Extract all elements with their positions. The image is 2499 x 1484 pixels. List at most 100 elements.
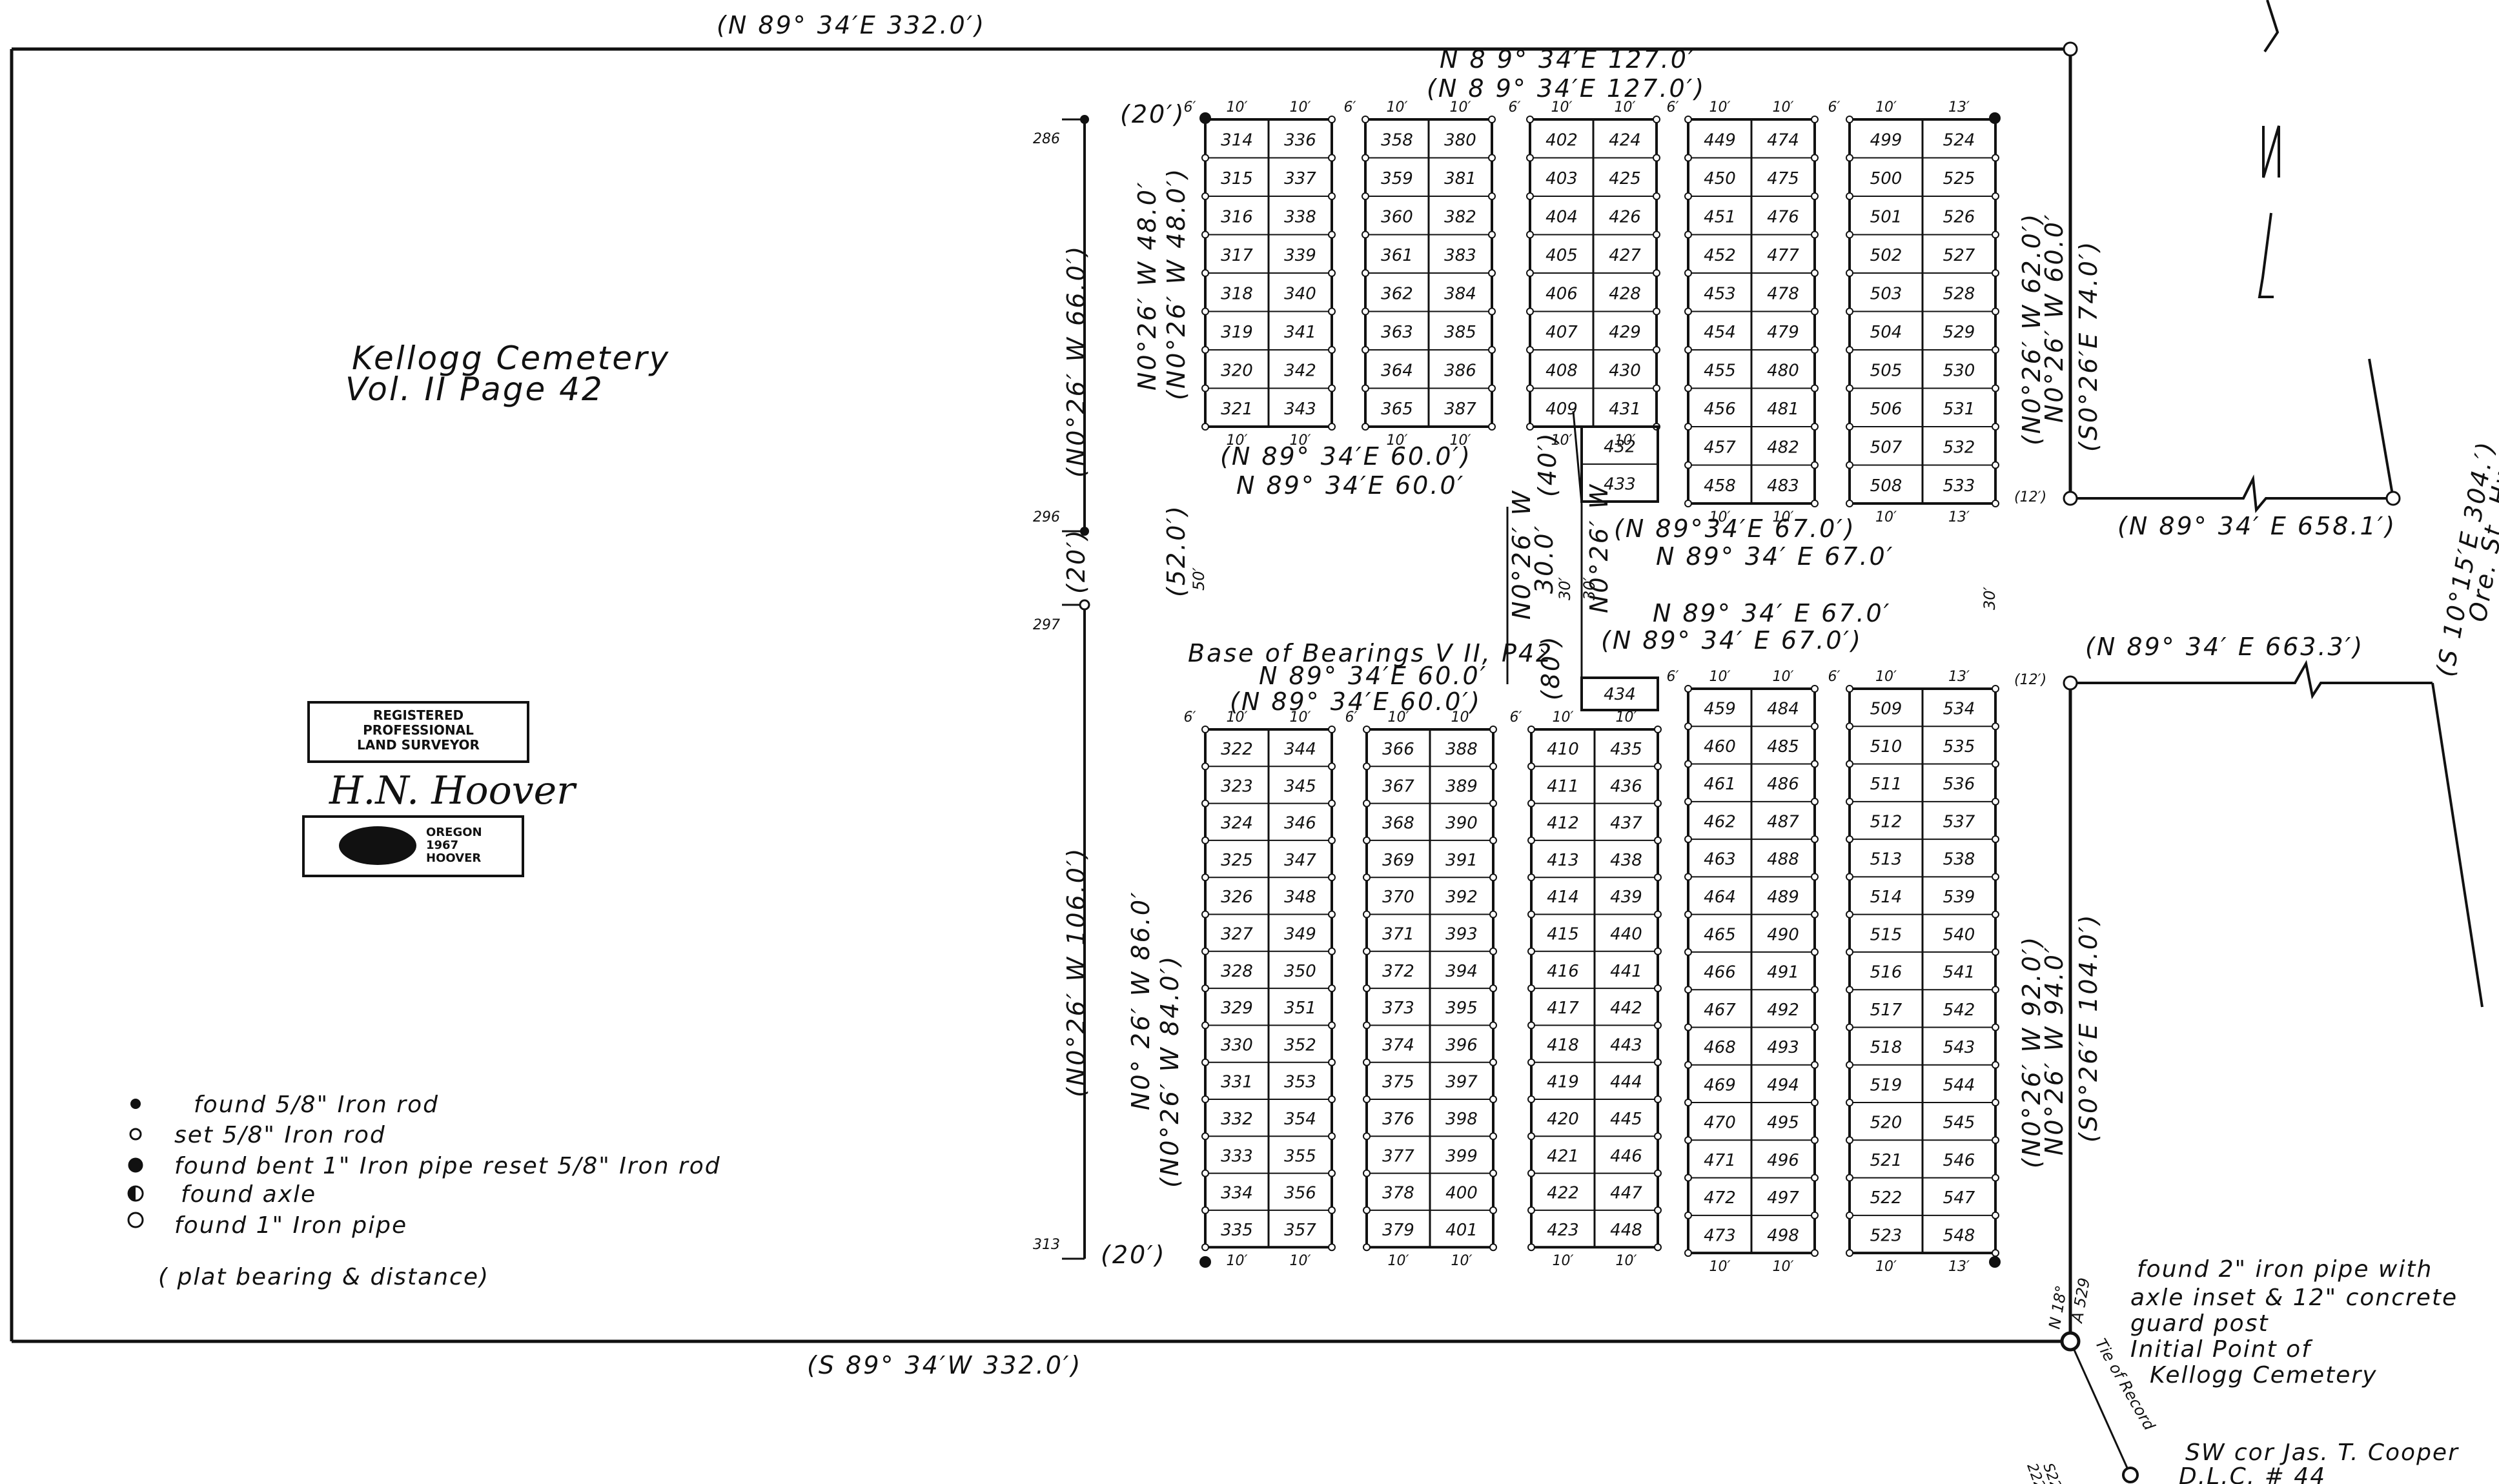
corner-marker (1201, 423, 1209, 431)
lot-number: 411 (1547, 777, 1579, 796)
station-296: 296 (1033, 509, 1060, 525)
lot-number: 337 (1284, 169, 1316, 188)
corner-marker (1328, 910, 1336, 919)
corner-marker (1811, 423, 1819, 431)
corner-marker (1654, 873, 1662, 882)
corner-marker (1488, 154, 1496, 162)
lot-number: 355 (1284, 1146, 1316, 1166)
lot-number: 501 (1870, 207, 1902, 227)
corner-marker (1488, 192, 1496, 200)
dim-label: 13′ (1948, 1259, 1970, 1275)
lot-number: 487 (1767, 812, 1799, 831)
corner-marker (1846, 986, 1853, 994)
corner-marker (1526, 269, 1534, 277)
corner-marker (1992, 1023, 1999, 1032)
corner-marker (1846, 873, 1853, 881)
corner-marker (1846, 1099, 1853, 1107)
corner-marker (1811, 873, 1819, 881)
dim-20-left: (20′) (1062, 528, 1090, 594)
corner-marker (1328, 192, 1336, 200)
found-rod-marker (1080, 115, 1089, 124)
corner-marker (1684, 269, 1692, 277)
note-initial-point-2: Kellogg Cemetery (2150, 1362, 2378, 1388)
corner-marker (1846, 1211, 1853, 1219)
bearing-30-c: N0°26′ W (1585, 483, 1613, 613)
corner-marker (1654, 1206, 1662, 1214)
corner-marker (1811, 1023, 1819, 1032)
corner-marker (1328, 1169, 1336, 1177)
corner-marker (1654, 726, 1662, 733)
corner-marker (1526, 307, 1534, 316)
lot-number: 543 (1943, 1038, 1975, 1057)
lot-number: 472 (1704, 1188, 1736, 1208)
corner-marker (1653, 116, 1660, 123)
bearing-east-74: (S0°26′E 74.0′) (2074, 240, 2103, 452)
legend-found-rod-symbol (130, 1099, 141, 1109)
corner-marker (1654, 799, 1662, 808)
lot-number: 339 (1284, 246, 1316, 265)
lot-number: 474 (1767, 130, 1799, 150)
lot-number: 382 (1444, 207, 1476, 227)
corner-marker (1653, 269, 1660, 277)
lot-number: 331 (1221, 1073, 1253, 1092)
lot-number: 521 (1870, 1151, 1902, 1170)
bearing-67-plat-lower: (N 89° 34′ E 67.0′) (1601, 626, 1862, 655)
lot-number: 372 (1382, 962, 1414, 981)
survey-markers (1079, 41, 2401, 1483)
corner-marker (1811, 948, 1819, 956)
bearing-west-84: (N0°26′ W 84.0′) (1156, 955, 1184, 1188)
lot-number: 525 (1943, 169, 1975, 188)
corner-marker (1489, 1206, 1497, 1214)
lot-number: 316 (1221, 207, 1253, 227)
lot-number: 499 (1870, 130, 1902, 150)
corner-marker (1201, 1021, 1209, 1030)
note-initial-point-1: Initial Point of (2130, 1336, 2313, 1363)
pipe-marker (2063, 491, 2078, 506)
lot-number: 369 (1382, 851, 1414, 870)
corner-marker (1654, 910, 1662, 919)
bearing-east-94: N0°26′ W 94.0′ (2040, 945, 2068, 1155)
dim-label: 10′ (1450, 99, 1471, 116)
lot-number: 416 (1547, 962, 1579, 981)
corner-marker (1654, 1169, 1662, 1177)
corner-marker (1328, 873, 1336, 882)
station-297: 297 (1033, 617, 1060, 633)
lot-number: 515 (1870, 925, 1902, 944)
corner-marker (1684, 910, 1692, 919)
lot-number: 509 (1870, 700, 1902, 719)
dim-label: 10′ (1227, 432, 1248, 449)
lot-number: 470 (1704, 1113, 1736, 1133)
lot-number: 520 (1870, 1113, 1902, 1133)
corner-marker (1328, 984, 1336, 993)
corner-marker (1527, 984, 1535, 993)
lot-number: 496 (1767, 1151, 1799, 1170)
lot-number: 400 (1445, 1184, 1478, 1203)
lot-number: 330 (1221, 1035, 1253, 1055)
corner-marker (1363, 762, 1371, 771)
lot-number: 362 (1381, 284, 1413, 303)
stamp-ink-blot (339, 826, 416, 865)
corner-marker (1526, 154, 1534, 162)
lot-number: 500 (1870, 169, 1902, 188)
dim-label: 10′ (1553, 1253, 1574, 1269)
corner-marker (1811, 986, 1819, 994)
lot-number: 399 (1445, 1146, 1478, 1166)
corner-marker (1489, 1169, 1497, 1177)
lot-number: 388 (1445, 740, 1478, 759)
corner-marker (1527, 1058, 1535, 1066)
legend-set-rod-symbol (129, 1128, 142, 1141)
lot-number: 441 (1610, 962, 1642, 981)
corner-marker (1811, 685, 1819, 693)
dim-12-lower: (12′) (2014, 672, 2046, 688)
lot-number: 414 (1547, 888, 1579, 907)
corner-marker (1684, 685, 1692, 693)
corner-marker (1992, 384, 1999, 392)
pipe-marker (2063, 675, 2078, 691)
corner-marker (1992, 797, 1999, 806)
lot-number: 422 (1547, 1184, 1579, 1203)
corner-marker (1846, 384, 1853, 392)
